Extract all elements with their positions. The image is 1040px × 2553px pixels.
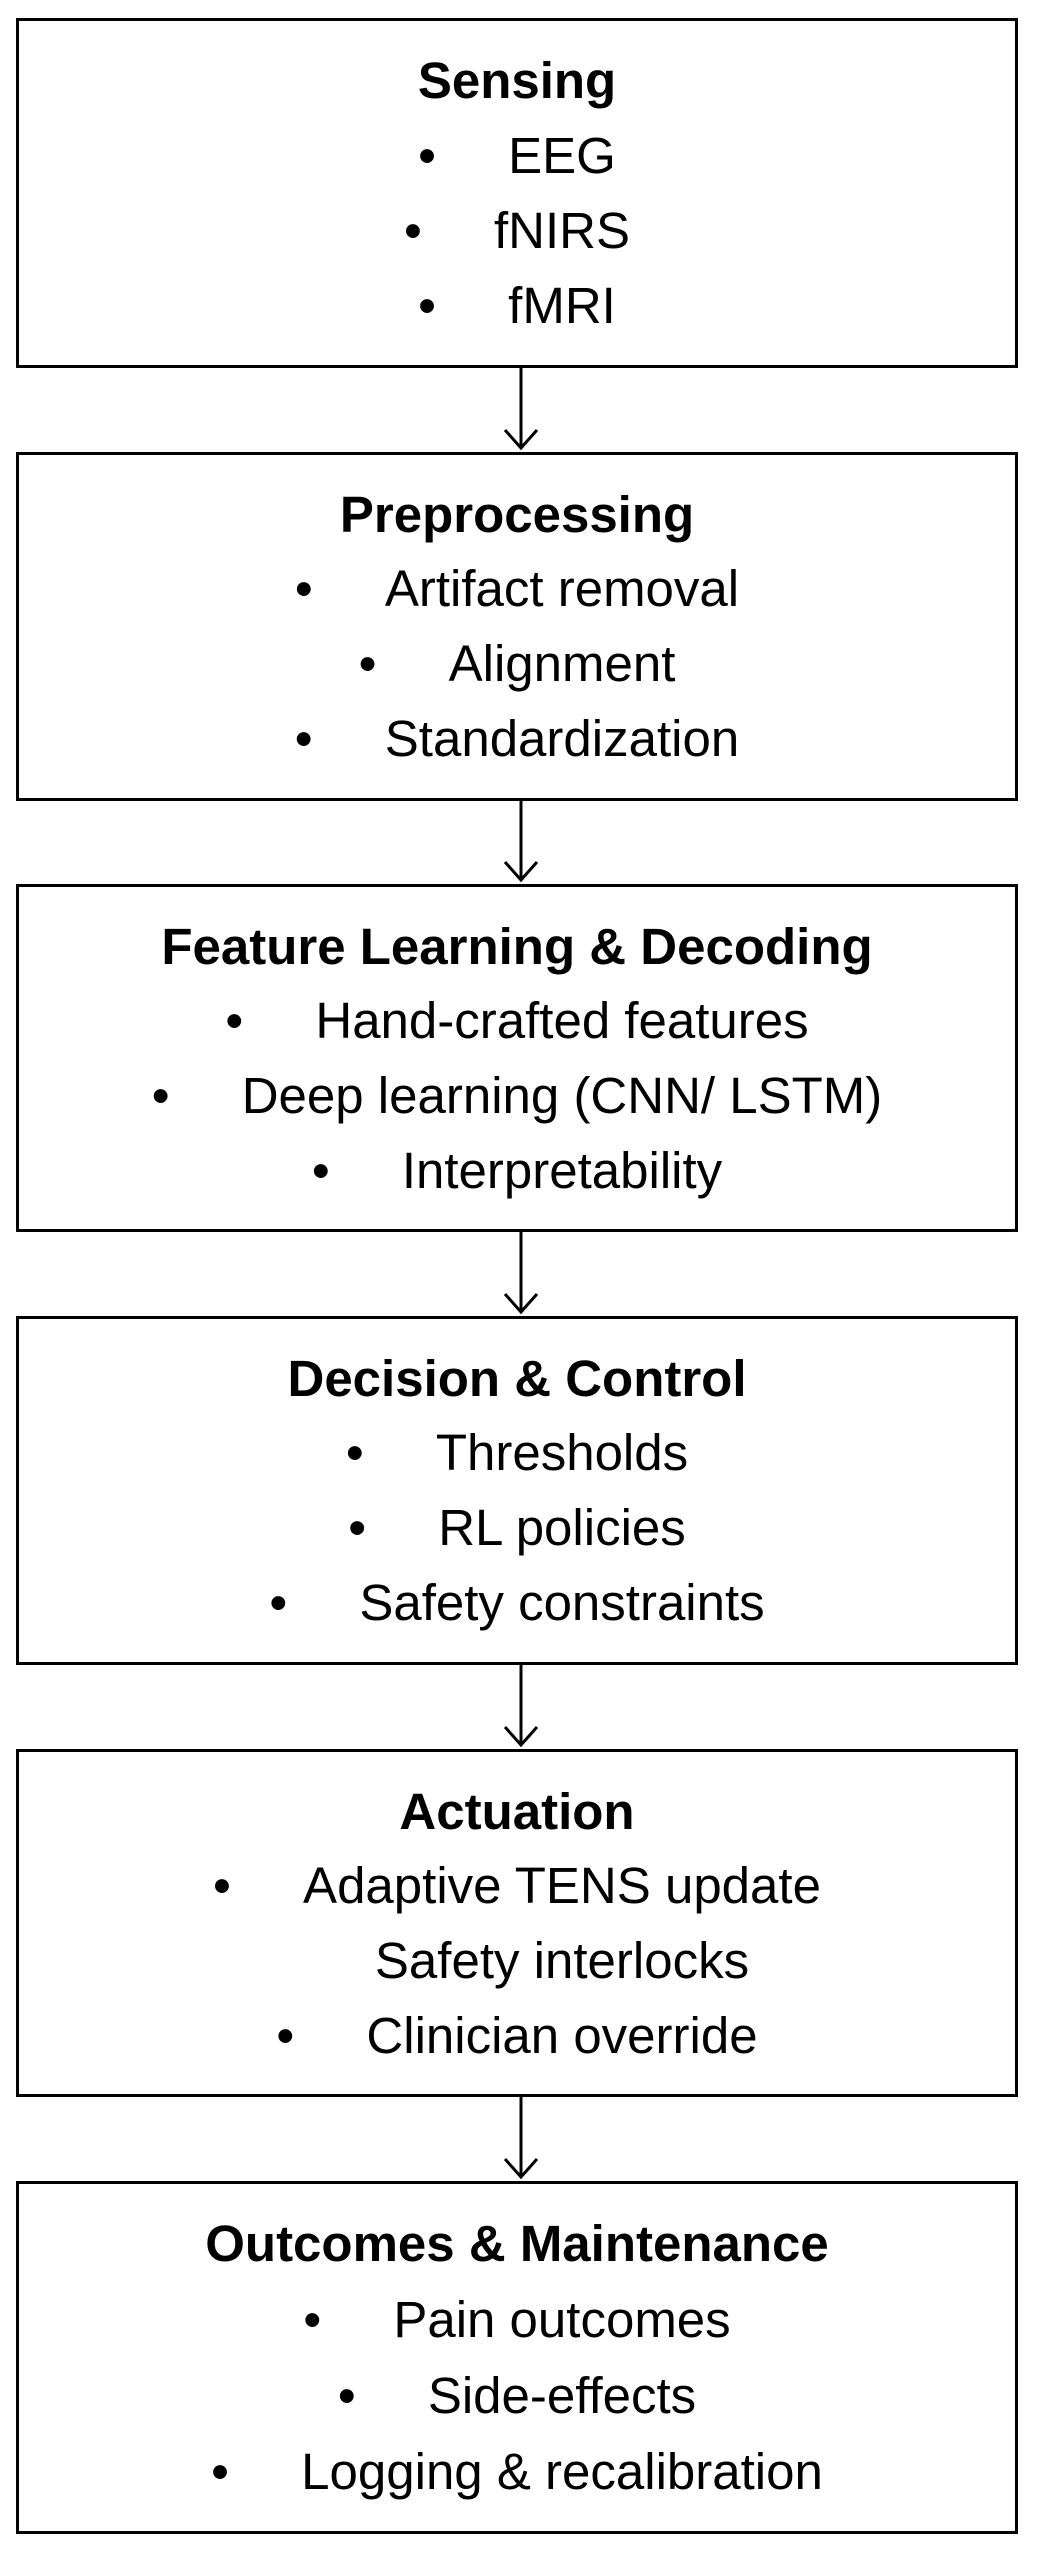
bullet-icon: • bbox=[403, 202, 422, 259]
item-text: Adaptive TENS update bbox=[303, 1857, 821, 1914]
stage-item: • Clinician override bbox=[19, 2006, 1015, 2066]
arrow-preprocessing-to-feature-learning bbox=[503, 801, 539, 883]
stage-box-decision-control: Decision & Control • Thresholds • RL polic… bbox=[16, 1316, 1018, 1665]
arrow-feature-learning-to-decision bbox=[503, 1232, 539, 1315]
stage-item: • fMRI bbox=[19, 276, 1015, 336]
stage-item: • Thresholds bbox=[19, 1423, 1015, 1483]
bullet-icon: • bbox=[358, 635, 377, 692]
stage-item: • Safety constraints bbox=[19, 1573, 1015, 1633]
stage-item: • Pain outcomes bbox=[19, 2290, 1015, 2350]
item-text: Deep learning (CNN/ LSTM) bbox=[241, 1067, 883, 1124]
stage-item: • Side-effects bbox=[19, 2366, 1015, 2426]
item-text: Thresholds bbox=[435, 1424, 689, 1481]
bullet-icon: • bbox=[294, 560, 313, 617]
bullet-icon: • bbox=[151, 1067, 170, 1124]
bullet-icon: • bbox=[294, 710, 313, 767]
item-text: Pain outcomes bbox=[393, 2291, 731, 2348]
bullet-icon: • bbox=[276, 2007, 295, 2064]
stage-title: Outcomes & Maintenance bbox=[205, 2215, 829, 2272]
stage-box-actuation: Actuation • Adaptive TENS update Safety i… bbox=[16, 1749, 1018, 2097]
stage-box-preprocessing: Preprocessing •Artifact removal •Alignme… bbox=[16, 452, 1018, 801]
stage-title: Preprocessing bbox=[339, 486, 695, 543]
stage-item: • EEG bbox=[19, 126, 1015, 186]
bullet-icon: • bbox=[345, 1424, 364, 1481]
stage-item: • fNIRS bbox=[19, 201, 1015, 261]
stage-item: • Hand-crafted features bbox=[19, 991, 1015, 1051]
item-text: Clinician override bbox=[366, 2007, 758, 2064]
stage-item: • Interpretability bbox=[19, 1141, 1015, 1201]
bullet-icon: • bbox=[418, 127, 436, 184]
item-text: RL policies bbox=[438, 1499, 686, 1556]
stage-box-outcomes-maintenance: Outcomes & Maintenance • Pain outcomes • S… bbox=[16, 2181, 1018, 2534]
item-text: Safety interlocks bbox=[374, 1932, 750, 1989]
item-text: EEG bbox=[508, 127, 616, 184]
item-text: Side-effects bbox=[427, 2367, 697, 2424]
stage-item: Safety interlocks bbox=[19, 1931, 1015, 1991]
stage-item: • Standardization bbox=[19, 709, 1015, 769]
item-text: Alignment bbox=[448, 635, 676, 692]
item-text: Artifact removal bbox=[384, 560, 740, 617]
bullet-icon: • bbox=[311, 1142, 330, 1199]
item-text: fMRI bbox=[508, 277, 616, 334]
bullet-icon: • bbox=[303, 2291, 322, 2348]
bullet-icon: • bbox=[211, 2443, 230, 2500]
arrow-actuation-to-outcomes bbox=[503, 2097, 539, 2180]
arrow-sensing-to-preprocessing bbox=[503, 368, 539, 451]
stage-box-sensing: Sensing • EEG • fNIRS • fMRI bbox=[16, 18, 1018, 368]
item-text: Interpretability bbox=[401, 1142, 723, 1199]
stage-title: Actuation bbox=[399, 1783, 635, 1840]
item-text: fNIRS bbox=[493, 202, 631, 259]
stage-item: • Adaptive TENS update bbox=[19, 1856, 1015, 1916]
arrow-decision-to-actuation bbox=[503, 1665, 539, 1748]
bullet-icon: • bbox=[225, 992, 244, 1049]
item-text: Logging & recalibration bbox=[301, 2443, 823, 2500]
stage-item: • Deep learning (CNN/ LSTM) bbox=[19, 1066, 1015, 1126]
item-text: Standardization bbox=[384, 710, 740, 767]
item-text: Safety constraints bbox=[359, 1574, 765, 1631]
stage-item: • Logging & recalibration bbox=[19, 2442, 1015, 2502]
bullet-icon: • bbox=[269, 1574, 288, 1631]
stage-title: Sensing bbox=[417, 52, 617, 109]
stage-item: • RL policies bbox=[19, 1498, 1015, 1558]
item-text: Hand-crafted features bbox=[315, 992, 809, 1049]
stage-title: Feature Learning & Decoding bbox=[161, 918, 873, 975]
stage-item: • Alignment bbox=[19, 634, 1015, 694]
bullet-icon: • bbox=[337, 2367, 356, 2424]
bullet-icon: • bbox=[418, 277, 437, 334]
bullet-icon: • bbox=[213, 1857, 231, 1914]
stage-title: Decision & Control bbox=[287, 1350, 747, 1407]
bullet-icon: • bbox=[348, 1499, 367, 1556]
stage-item: • Artifact removal bbox=[19, 559, 1015, 619]
stage-box-feature-learning: Feature Learning & Decoding • Hand-crafte… bbox=[16, 884, 1018, 1232]
